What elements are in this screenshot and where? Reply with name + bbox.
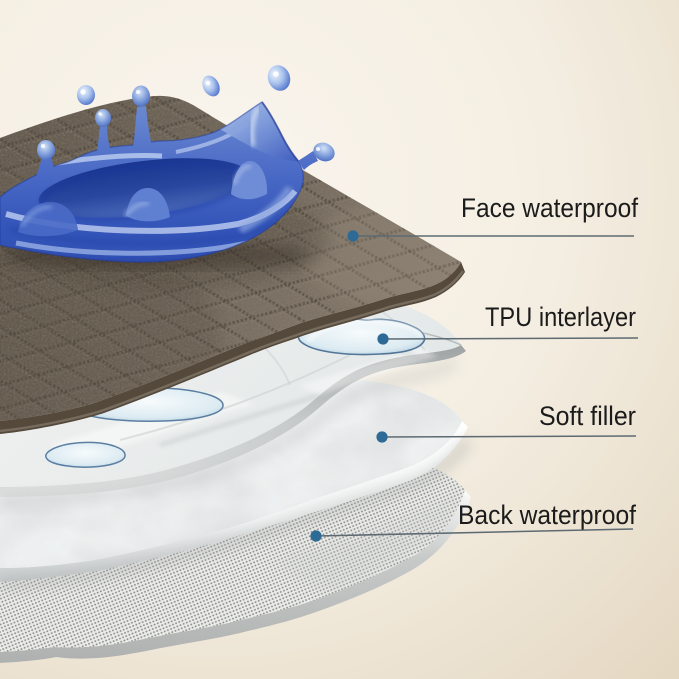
svg-text:Back waterproof: Back waterproof [458,500,636,530]
svg-text:Face waterproof: Face waterproof [461,193,638,223]
svg-text:Soft filler: Soft filler [539,401,636,431]
svg-text:TPU interlayer: TPU interlayer [485,302,636,332]
